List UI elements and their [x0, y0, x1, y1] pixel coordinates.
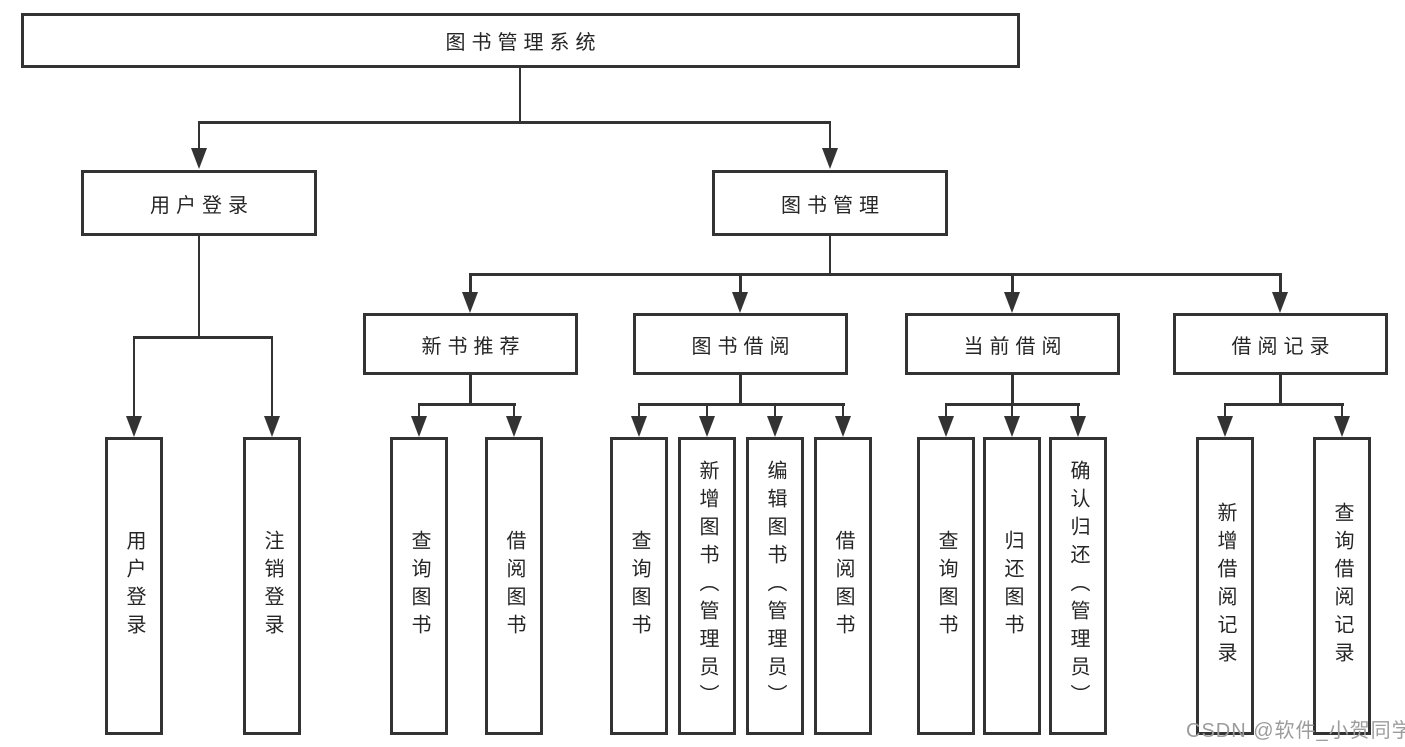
leaf-label: 查询图书	[628, 530, 650, 642]
edge-line	[132, 336, 273, 339]
leaf-label: 归还图书	[1001, 530, 1023, 642]
edge-line	[1011, 273, 1014, 293]
node-label: 图书管理系统	[445, 32, 602, 54]
leaf-label: 查询图书	[408, 530, 430, 642]
arrowhead-icon	[411, 416, 427, 437]
edge-line	[132, 336, 136, 418]
node-library-management-system: 图书管理系统	[21, 13, 1020, 68]
leaf-label: 查询借阅记录	[1331, 502, 1353, 670]
edge-line	[705, 403, 709, 418]
edge-line	[469, 273, 1281, 276]
edge-line	[1223, 403, 1227, 418]
leaf-label: 编辑图书（管理员）	[764, 460, 786, 712]
edge-line	[417, 403, 421, 418]
leaf-confirm-return-admin: 确认归还（管理员）	[1049, 437, 1107, 735]
node-current-borrowing: 当前借阅	[905, 313, 1120, 375]
leaf-label: 注销登录	[261, 530, 283, 642]
arrowhead-icon	[1004, 292, 1020, 313]
edge-line	[197, 236, 201, 336]
leaf-label: 借阅图书	[503, 530, 525, 642]
arrowhead-icon	[1217, 416, 1233, 437]
edge-line	[1279, 273, 1282, 293]
edge-line	[270, 336, 274, 418]
edge-line	[773, 403, 777, 418]
node-borrowing-records: 借阅记录	[1173, 313, 1388, 375]
leaf-label: 确认归还（管理员）	[1067, 460, 1089, 712]
leaf-query-books-recommend: 查询图书	[390, 437, 448, 735]
edge-line	[512, 403, 516, 418]
edge-line	[1010, 403, 1014, 418]
node-label: 图书借阅	[691, 335, 796, 358]
leaf-label: 用户登录	[123, 530, 145, 642]
arrowhead-icon	[1272, 292, 1288, 313]
edge-line	[944, 403, 948, 418]
edge-line	[637, 403, 845, 406]
arrowhead-icon	[1334, 416, 1350, 437]
edge-line	[197, 121, 831, 124]
node-label: 新书推荐	[421, 335, 526, 358]
edge-line	[518, 68, 522, 121]
edge-line	[469, 375, 472, 403]
leaf-label: 新增图书（管理员）	[696, 460, 718, 712]
arrowhead-icon	[732, 292, 748, 313]
edge-line	[1223, 403, 1344, 406]
node-book-borrowing: 图书借阅	[633, 313, 848, 375]
arrowhead-icon	[938, 416, 954, 437]
leaf-user-login: 用户登录	[105, 437, 163, 735]
edge-line	[828, 236, 832, 273]
edge-line	[1011, 375, 1014, 403]
edge-line	[1076, 403, 1080, 418]
arrowhead-icon	[462, 292, 478, 313]
edge-line	[1279, 375, 1282, 403]
arrowhead-icon	[822, 148, 838, 169]
leaf-label: 借阅图书	[832, 530, 854, 642]
arrowhead-icon	[1070, 416, 1086, 437]
edge-line	[841, 403, 845, 418]
edge-line	[469, 273, 472, 293]
leaf-query-books-borrowing: 查询图书	[610, 437, 668, 735]
node-user-login: 用户登录	[81, 170, 317, 236]
leaf-borrow-books-recommend: 借阅图书	[485, 437, 543, 735]
leaf-edit-books-admin: 编辑图书（管理员）	[746, 437, 804, 735]
csdn-watermark: CSDN @软件_小贺同学	[1186, 720, 1405, 742]
arrowhead-icon	[264, 416, 280, 437]
arrowhead-icon	[699, 416, 715, 437]
arrowhead-icon	[1004, 416, 1020, 437]
leaf-borrow-books: 借阅图书	[814, 437, 872, 735]
node-label: 当前借阅	[963, 335, 1068, 358]
node-label: 图书管理	[781, 194, 885, 217]
arrowhead-icon	[767, 416, 783, 437]
node-label: 借阅记录	[1231, 335, 1336, 358]
arrowhead-icon	[631, 416, 647, 437]
leaf-label: 查询图书	[935, 530, 957, 642]
edge-line	[739, 375, 742, 403]
edge-line	[637, 403, 641, 418]
arrowhead-icon	[126, 416, 142, 437]
leaf-label: 新增借阅记录	[1214, 502, 1236, 670]
arrowhead-icon	[835, 416, 851, 437]
arrowhead-icon	[506, 416, 522, 437]
arrowhead-icon	[191, 148, 207, 169]
leaf-query-books-current: 查询图书	[917, 437, 975, 735]
leaf-query-borrow-record: 查询借阅记录	[1313, 437, 1371, 735]
node-book-management: 图书管理	[712, 170, 948, 236]
node-label: 用户登录	[150, 194, 254, 217]
edge-line	[828, 121, 832, 150]
leaf-return-books: 归还图书	[983, 437, 1041, 735]
edge-line	[417, 403, 516, 406]
edge-line	[739, 273, 742, 293]
edge-line	[1340, 403, 1344, 418]
node-new-book-recommendation: 新书推荐	[363, 313, 578, 375]
leaf-add-borrow-record: 新增借阅记录	[1196, 437, 1254, 735]
edge-line	[197, 121, 201, 150]
leaf-logout: 注销登录	[243, 437, 301, 735]
leaf-add-books-admin: 新增图书（管理员）	[678, 437, 736, 735]
